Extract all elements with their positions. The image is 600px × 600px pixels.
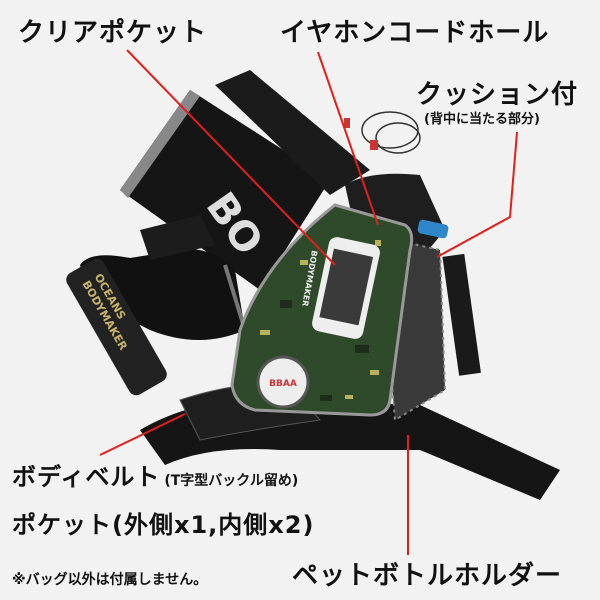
- callout-line-clear-pocket: [126, 49, 336, 266]
- callout-clear-pocket: クリアポケット: [18, 18, 208, 48]
- svg-text:BBAA: BBAA: [269, 379, 297, 389]
- body-belt-sub: (T字型バックル留め): [164, 473, 299, 489]
- callout-cushion-sub: (背中に当たる部分): [424, 112, 540, 127]
- gloves: [80, 215, 247, 340]
- callout-line-earphone: [317, 51, 379, 226]
- earphones: [344, 111, 421, 154]
- disclaimer-note: ※バッグ以外は付属しません。: [12, 572, 208, 588]
- callout-cushion: クッション付: [416, 80, 579, 110]
- callout-earphone-hole: イヤホンコードホール: [280, 18, 550, 48]
- body-belt-label: ボディベルト: [12, 463, 161, 491]
- back-cushion: [345, 173, 445, 260]
- callout-bottle-holder: ペットボトルホルダー: [292, 561, 563, 591]
- callout-line-belt: [99, 413, 186, 456]
- callout-line-cushion: [436, 131, 518, 258]
- callout-lines: [99, 49, 518, 555]
- callout-body-belt: ボディベルト(T字型バックル留め): [12, 465, 298, 489]
- callout-pockets: ポケット(外側x1,内側x2): [12, 511, 315, 539]
- camo-bag: BODYMAKER BBAA: [230, 203, 414, 417]
- badge: [256, 355, 310, 409]
- body-belt: [140, 253, 560, 500]
- spray-can: BODYMAKER OCEANS: [66, 258, 167, 396]
- towel: BO: [120, 70, 370, 290]
